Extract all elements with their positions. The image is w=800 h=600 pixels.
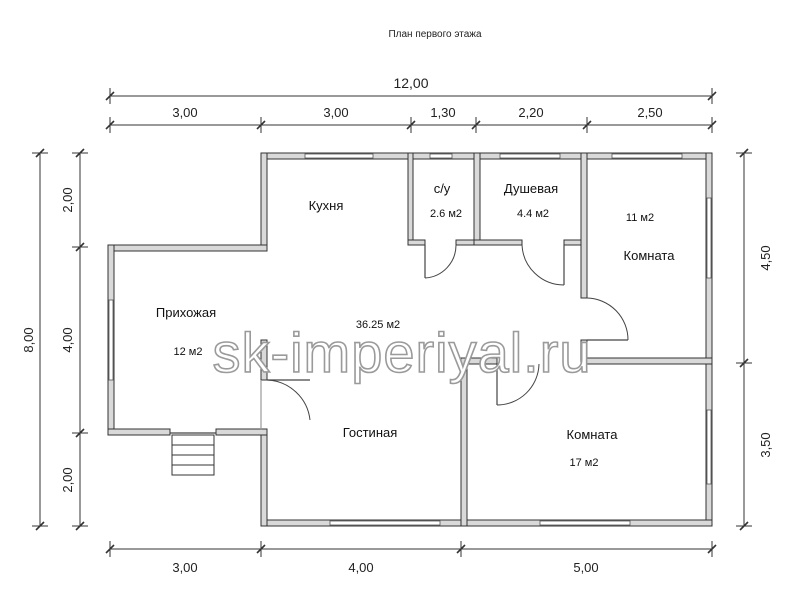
dim-bottom-2: 4,00 bbox=[348, 560, 373, 575]
room-shower-area: 4.4 м2 bbox=[517, 208, 549, 220]
dim-left-3: 2,00 bbox=[60, 467, 75, 492]
room-top-name: Комната bbox=[624, 248, 676, 263]
room-living-name: Гостиная bbox=[343, 425, 398, 440]
watermark: sk-imperiyal.ru bbox=[212, 321, 591, 384]
room-wc-area: 2.6 м2 bbox=[430, 208, 462, 220]
dim-left-1: 2,00 bbox=[60, 187, 75, 212]
dim-top-4: 2,20 bbox=[518, 105, 543, 120]
room-bottom-name: Комната bbox=[567, 427, 619, 442]
room-hall-name: Прихожая bbox=[156, 305, 216, 320]
dim-right-1: 4,50 bbox=[758, 245, 773, 270]
windows bbox=[108, 153, 712, 526]
left-dimensions: 8,00 2,00 4,00 2,00 bbox=[21, 148, 88, 531]
right-dimensions: 4,50 3,50 bbox=[736, 148, 773, 531]
room-kitchen-name: Кухня bbox=[309, 198, 344, 213]
top-dimensions: 12,00 3,00 3,00 1,30 2,20 2,50 bbox=[105, 75, 717, 133]
entrance-steps bbox=[170, 432, 216, 476]
dim-top-1: 3,00 bbox=[172, 105, 197, 120]
room-top-area: 11 м2 bbox=[626, 212, 654, 224]
room-labels: Кухня с/у 2.6 м2 Душевая 4.4 м2 11 м2 Ко… bbox=[156, 181, 675, 469]
room-bottom-area: 17 м2 bbox=[570, 457, 599, 469]
room-shower-name: Душевая bbox=[504, 181, 558, 196]
room-wc-name: с/у bbox=[434, 181, 451, 196]
common-area-size: 36.25 м2 bbox=[356, 319, 400, 331]
plan-title: План первого этажа bbox=[388, 29, 482, 40]
dim-overall-width: 12,00 bbox=[393, 75, 428, 91]
dim-left-total: 8,00 bbox=[21, 327, 36, 352]
doors bbox=[260, 244, 629, 430]
dim-left-2: 4,00 bbox=[60, 327, 75, 352]
dim-top-3: 1,30 bbox=[430, 105, 455, 120]
dim-right-2: 3,50 bbox=[758, 432, 773, 457]
room-hall-area: 12 м2 bbox=[174, 346, 203, 358]
dim-top-2: 3,00 bbox=[323, 105, 348, 120]
dim-bottom-3: 5,00 bbox=[573, 560, 598, 575]
dim-bottom-1: 3,00 bbox=[172, 560, 197, 575]
dim-top-5: 2,50 bbox=[637, 105, 662, 120]
bottom-dimensions: 3,00 4,00 5,00 bbox=[105, 541, 717, 575]
